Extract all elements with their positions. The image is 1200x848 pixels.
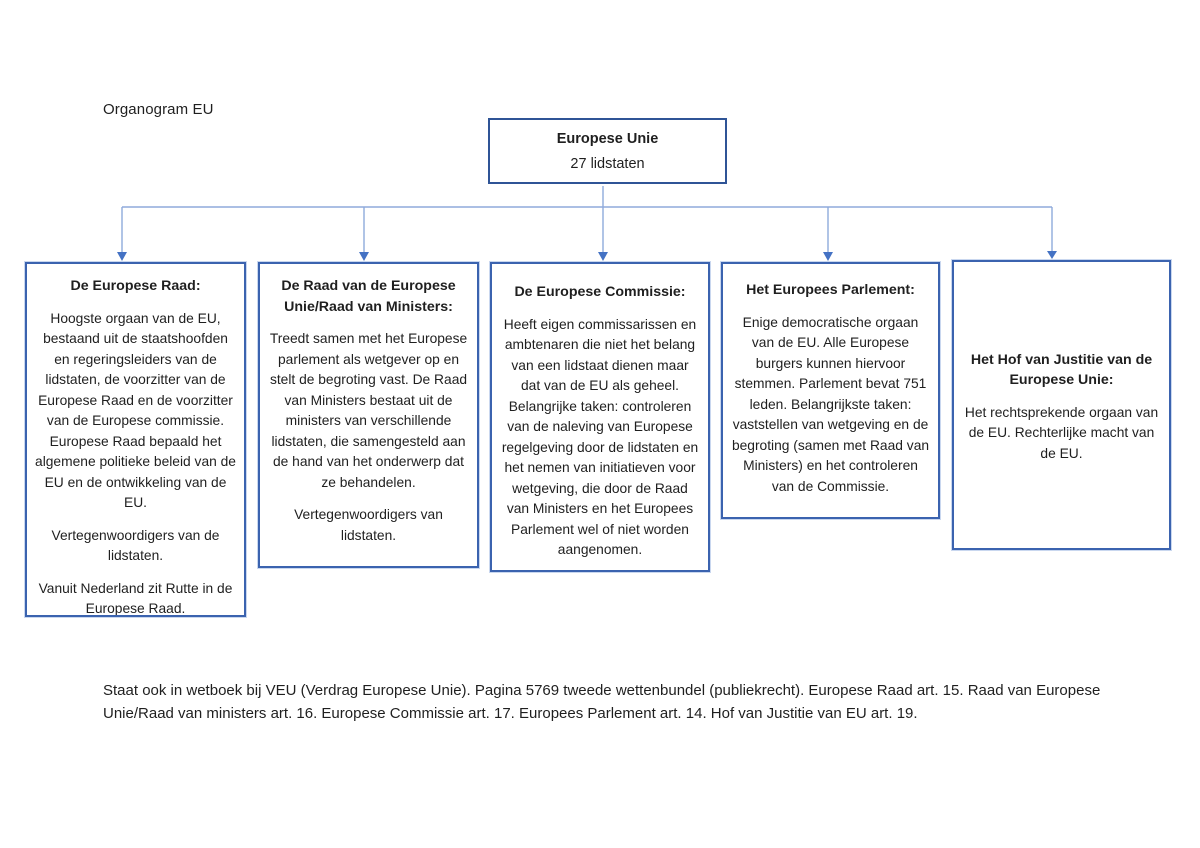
org-box-paragraph: Het rechtsprekende orgaan van de EU. Rec…	[964, 404, 1159, 461]
footer-note-line: Staat ook in wetboek bij VEU (Verdrag Eu…	[103, 682, 1101, 699]
org-box-paragraph: Treedt samen met het Europese parlement …	[269, 331, 468, 490]
org-box-paragraph: Vertegenwoordigers van lidstaten.	[294, 507, 443, 543]
arrowhead-icon	[823, 252, 833, 261]
arrowhead-icon	[1047, 251, 1057, 259]
org-box-paragraph: Enige democratische orgaan van de EU. Al…	[731, 314, 930, 494]
footer-note: Staat ook in wetboek bij VEU (Verdrag Eu…	[103, 679, 1103, 725]
root-box-subtitle: 27 lidstaten	[570, 155, 645, 172]
arrowhead-icon	[117, 252, 127, 261]
org-box-europese-commissie: De Europese Commissie: Heeft eigen commi…	[490, 262, 710, 572]
org-box-paragraph: Hoogste orgaan van de EU, bestaand uit d…	[35, 310, 236, 511]
org-box-heading: Het Europees Parlement:	[746, 282, 915, 298]
diagram-title: Organogram EU	[103, 101, 214, 118]
arrowhead-icon	[598, 252, 608, 261]
org-box-raad-van-ministers: De Raad van de Europese Unie/Raad van Mi…	[258, 262, 479, 568]
org-box-heading: Het Hof van Justitie van de Europese Uni…	[970, 351, 1153, 389]
org-box-paragraph: Vertegenwoordigers van de lidstaten.	[51, 527, 220, 564]
org-box-hof-van-justitie: Het Hof van Justitie van de Europese Uni…	[952, 260, 1171, 550]
root-box-title: Europese Unie	[556, 130, 659, 147]
org-box-paragraph: Vanuit Nederland zit Rutte in de Europes…	[38, 580, 233, 616]
org-box-heading: De Raad van de Europese Unie/Raad van Mi…	[281, 278, 456, 315]
org-box-heading: De Europese Raad:	[70, 278, 201, 294]
org-box-heading: De Europese Commissie:	[514, 284, 686, 300]
arrowhead-icon	[359, 252, 369, 261]
org-box-europese-raad: De Europese Raad: Hoogste orgaan van de …	[25, 262, 246, 617]
footer-note-line: Unie/Raad van ministers art. 16. Europes…	[103, 705, 918, 722]
root-box-europese-unie: Europese Unie 27 lidstaten	[488, 118, 727, 184]
org-box-paragraph: Heeft eigen commissarissen en ambtenaren…	[501, 316, 699, 558]
org-box-europees-parlement: Het Europees Parlement: Enige democratis…	[721, 262, 940, 519]
